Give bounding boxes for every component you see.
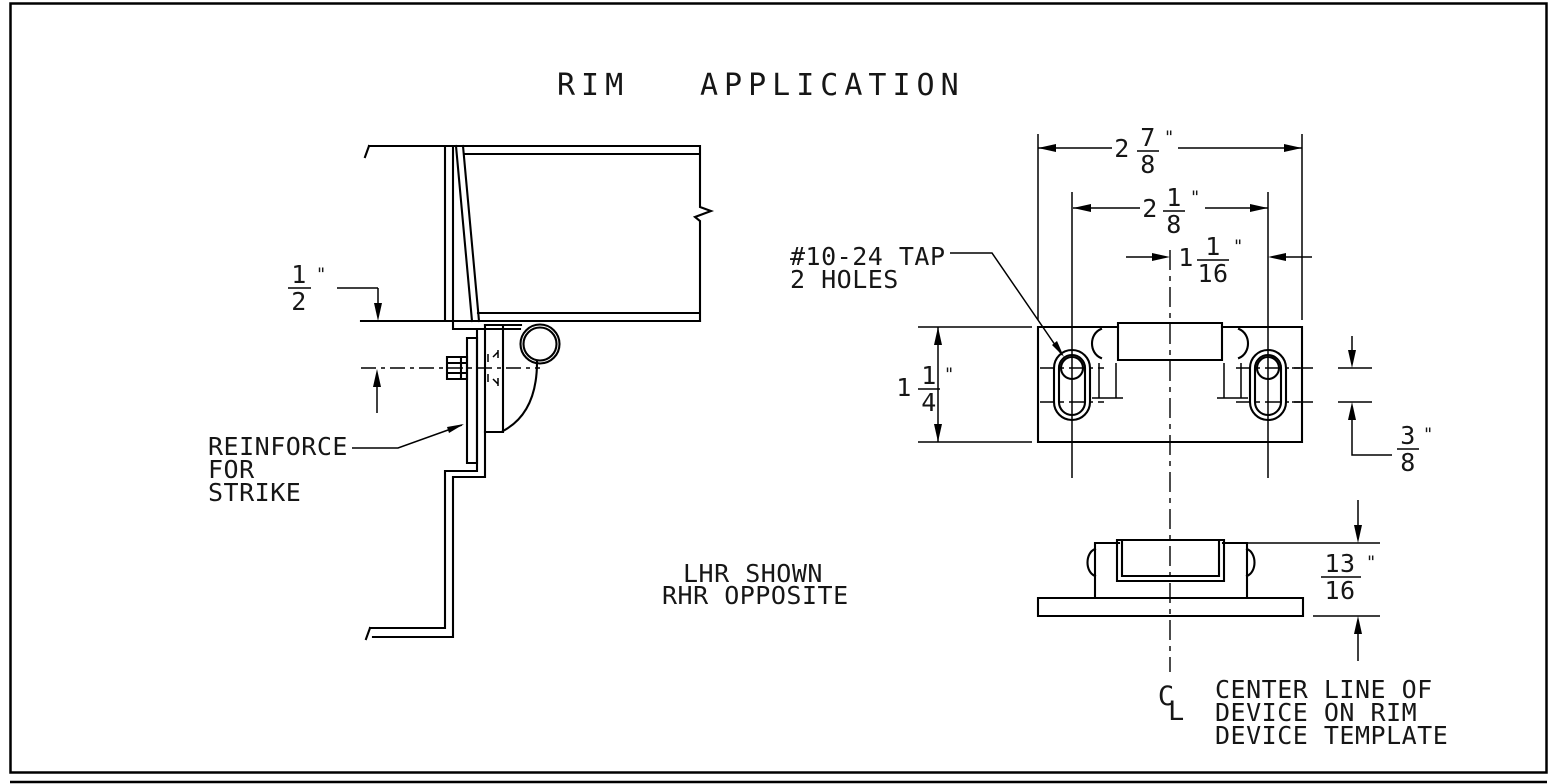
dim-denominator: 16 [1197, 259, 1228, 288]
dim-unit: " [1423, 425, 1433, 445]
dim-lines [918, 326, 1032, 443]
leader-arrowhead-icon [1052, 341, 1064, 357]
dim-unit: " [1233, 237, 1243, 257]
dim-tap-hole-spacing: 2 1 8 " [1073, 183, 1268, 239]
dim-unit: " [316, 265, 326, 285]
dim-lines [1037, 134, 1303, 320]
centerline-symbol-c: C [1158, 681, 1174, 712]
arrowhead-up-icon [1354, 616, 1362, 634]
reinforce-note-line1: REINFORCE [208, 432, 348, 461]
tap-note-line2: 2 HOLES [790, 265, 899, 294]
dim-unit: " [1190, 188, 1200, 208]
strike-roller-inner [522, 326, 558, 362]
arrowhead-right-icon [1250, 204, 1268, 212]
dim-numerator: 7 [1140, 123, 1156, 152]
arrowhead-right-icon [1152, 253, 1170, 261]
mounting-bolt [445, 355, 469, 381]
centerline-note-line2: DEVICE ON RIM [1215, 698, 1417, 727]
strike-body-profile [1093, 541, 1249, 600]
dim-centerline-to-hole: 1 1 16 " [1126, 232, 1312, 288]
dim-denominator: 8 [1166, 210, 1182, 239]
arrowhead-down-icon [1354, 525, 1362, 543]
arrowhead-up-icon [373, 369, 381, 387]
template-plan-view: 2 7 8 " 2 1 8 " 1 1 16 " [790, 123, 1433, 672]
centerline-note-line1: CENTER LINE OF [1215, 675, 1433, 704]
dim-numerator: 1 [921, 361, 937, 390]
centerline-symbol-l: L [1168, 696, 1184, 727]
dim-template-overall-width: 2 7 8 " [1037, 123, 1303, 320]
arrowhead-left-icon [1073, 204, 1091, 212]
arrowhead-left-icon [1268, 253, 1286, 261]
sheet-border [9, 2, 1548, 784]
dim-denominator: 4 [921, 388, 937, 417]
lip-projection-right [1217, 363, 1248, 399]
dim-unit: " [1366, 553, 1376, 573]
section-view: 1 2 " REINFORCE FOR STRIKE LHR SHOWN RHR… [208, 144, 849, 641]
door-section [454, 144, 715, 323]
frame-profile [359, 144, 702, 641]
reinforce-note: REINFORCE FOR STRIKE [208, 424, 464, 507]
hole-center-extension-lines [1071, 192, 1269, 478]
dim-denominator: 8 [1140, 150, 1156, 179]
hidden-screw-lines [487, 350, 499, 386]
arrowhead-down-icon [374, 303, 382, 321]
title-word-rim: RIM [557, 68, 629, 103]
arrowhead-up-icon [934, 327, 942, 345]
reinforce-leader-line [352, 424, 463, 449]
arrowhead-right-icon [1284, 144, 1302, 152]
dim-numerator: 13 [1324, 549, 1355, 578]
centerline-note-line3: DEVICE TEMPLATE [1215, 721, 1448, 750]
base-plate-outline [1036, 596, 1305, 618]
lip-projection-left [1092, 363, 1123, 399]
reinforce-note-line2: FOR [208, 455, 255, 484]
dim-unit: " [1164, 128, 1174, 148]
dim-denominator: 16 [1324, 576, 1355, 605]
dim-numerator: 1 [291, 260, 307, 289]
dim-strike-projection: 13 16 " [1247, 500, 1380, 661]
strike-case-outline [1116, 321, 1224, 362]
dim-whole: 2 [1114, 134, 1130, 163]
dim-numerator: 3 [1400, 421, 1416, 450]
dim-whole: 1 [896, 373, 912, 402]
dim-lines [1247, 500, 1380, 661]
dim-slot-adjustment: 3 8 " [1292, 336, 1433, 477]
dim-template-height: 1 1 4 " [896, 326, 1032, 443]
handing-note: LHR SHOWN RHR OPPOSITE [662, 559, 849, 610]
dim-unit: " [944, 365, 954, 385]
border-rect [9, 2, 1548, 774]
reinforce-note-line3: STRIKE [208, 478, 301, 507]
dim-denominator: 8 [1400, 448, 1416, 477]
handing-note-line1: LHR SHOWN [683, 559, 823, 588]
dim-numerator: 1 [1166, 183, 1182, 212]
arrowhead-up-icon [1348, 402, 1356, 420]
dim-leader-line [337, 287, 379, 303]
arrowhead-left-icon [1038, 144, 1056, 152]
handing-note-line2: RHR OPPOSITE [662, 581, 849, 610]
tap-note-line1: #10-24 TAP [790, 242, 946, 271]
dim-numerator: 1 [1205, 232, 1221, 261]
body-side-ears [1086, 547, 1256, 578]
leader-arrowhead-icon [447, 424, 464, 433]
dim-lines [1292, 336, 1392, 456]
dim-denominator: 2 [291, 287, 307, 316]
tap-leader-line [950, 252, 1063, 356]
centerline-callout: C L CENTER LINE OF DEVICE ON RIM DEVICE … [1158, 675, 1448, 750]
strike-body [483, 323, 523, 434]
drawing-title: RIM APPLICATION [557, 68, 965, 103]
arrowhead-down-icon [934, 424, 942, 442]
case-side-ears [1090, 327, 1250, 360]
strike-side-view: 13 16 " [1036, 500, 1380, 661]
strike-lip-curve [501, 360, 539, 433]
reinforce-plate [465, 336, 479, 465]
strike-roller-outer [519, 323, 561, 365]
dim-whole: 2 [1142, 194, 1158, 223]
recess-box [1115, 538, 1226, 583]
title-word-application: APPLICATION [700, 68, 965, 103]
arrowhead-down-icon [1348, 350, 1356, 368]
tap-note: #10-24 TAP 2 HOLES [790, 242, 1064, 357]
dim-whole: 1 [1178, 243, 1194, 272]
dim-door-to-centerline: 1 2 " [288, 260, 382, 413]
